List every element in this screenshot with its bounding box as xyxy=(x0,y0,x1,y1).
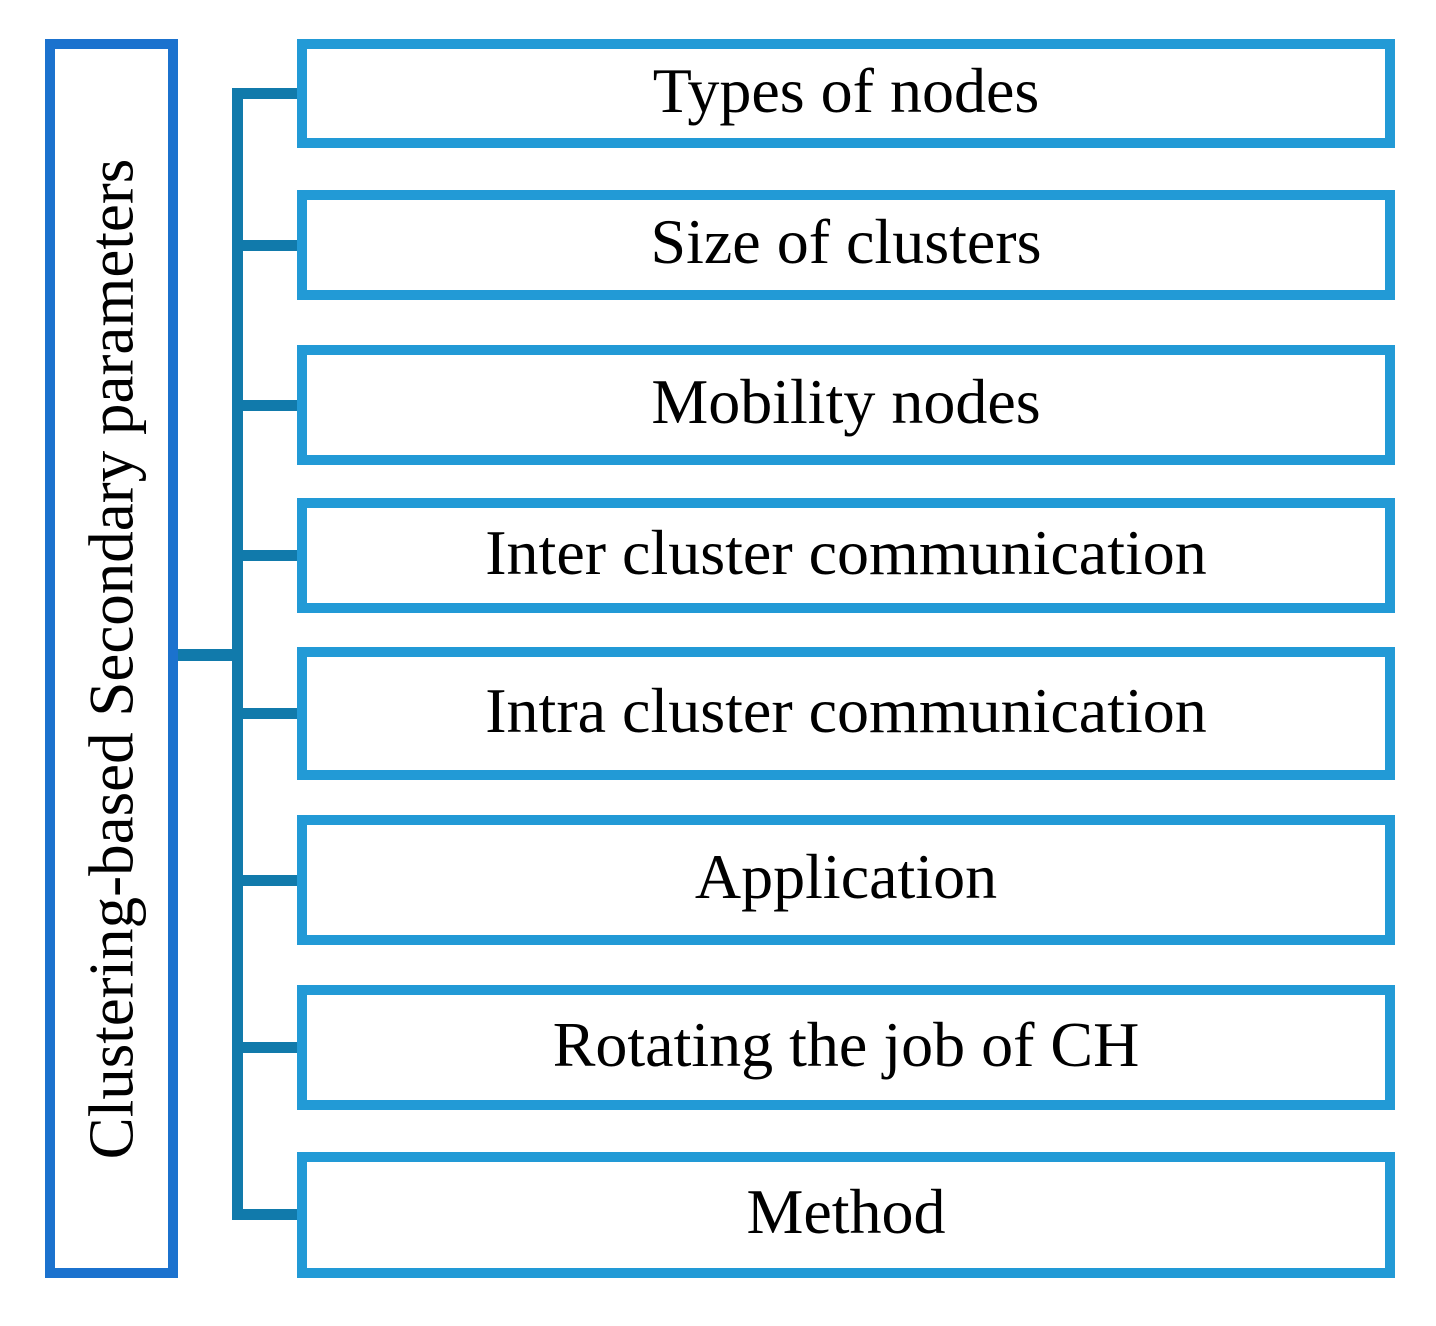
connector-branch-intra-cluster-communication xyxy=(232,708,307,719)
node-box-intra-cluster-communication: Intra cluster communication xyxy=(297,647,1395,780)
node-label-rotating-the-job-of-ch: Rotating the job of CH xyxy=(552,1008,1140,1080)
node-box-method: Method xyxy=(297,1152,1395,1278)
node-box-types-of-nodes: Types of nodes xyxy=(297,39,1395,148)
node-box-inter-cluster-communication: Inter cluster communication xyxy=(297,498,1395,613)
connector-branch-types-of-nodes xyxy=(232,88,307,99)
connector-branch-application xyxy=(232,875,307,886)
node-label-mobility-nodes: Mobility nodes xyxy=(651,366,1041,437)
connector-branch-inter-cluster-communication xyxy=(232,550,307,561)
root-node-box: Clustering-based Secondary parameters xyxy=(45,39,178,1278)
connector-branch-method xyxy=(232,1209,307,1220)
node-label-size-of-clusters: Size of clusters xyxy=(650,206,1042,277)
node-label-intra-cluster-communication: Intra cluster communication xyxy=(485,674,1207,746)
node-label-method: Method xyxy=(746,1176,946,1247)
connector-root-stub xyxy=(178,649,243,661)
node-box-size-of-clusters: Size of clusters xyxy=(297,190,1395,300)
node-box-rotating-the-job-of-ch: Rotating the job of CH xyxy=(297,985,1395,1110)
connector-branch-rotating-the-job-of-ch xyxy=(232,1042,307,1053)
node-label-application: Application xyxy=(694,841,998,912)
node-label-inter-cluster-communication: Inter cluster communication xyxy=(485,516,1207,588)
connector-branch-mobility-nodes xyxy=(232,400,307,411)
node-box-application: Application xyxy=(297,815,1395,945)
node-box-mobility-nodes: Mobility nodes xyxy=(297,345,1395,465)
root-node-label: Clustering-based Secondary parameters xyxy=(76,158,146,1159)
node-label-types-of-nodes: Types of nodes xyxy=(652,54,1040,126)
connector-branch-size-of-clusters xyxy=(232,240,307,251)
